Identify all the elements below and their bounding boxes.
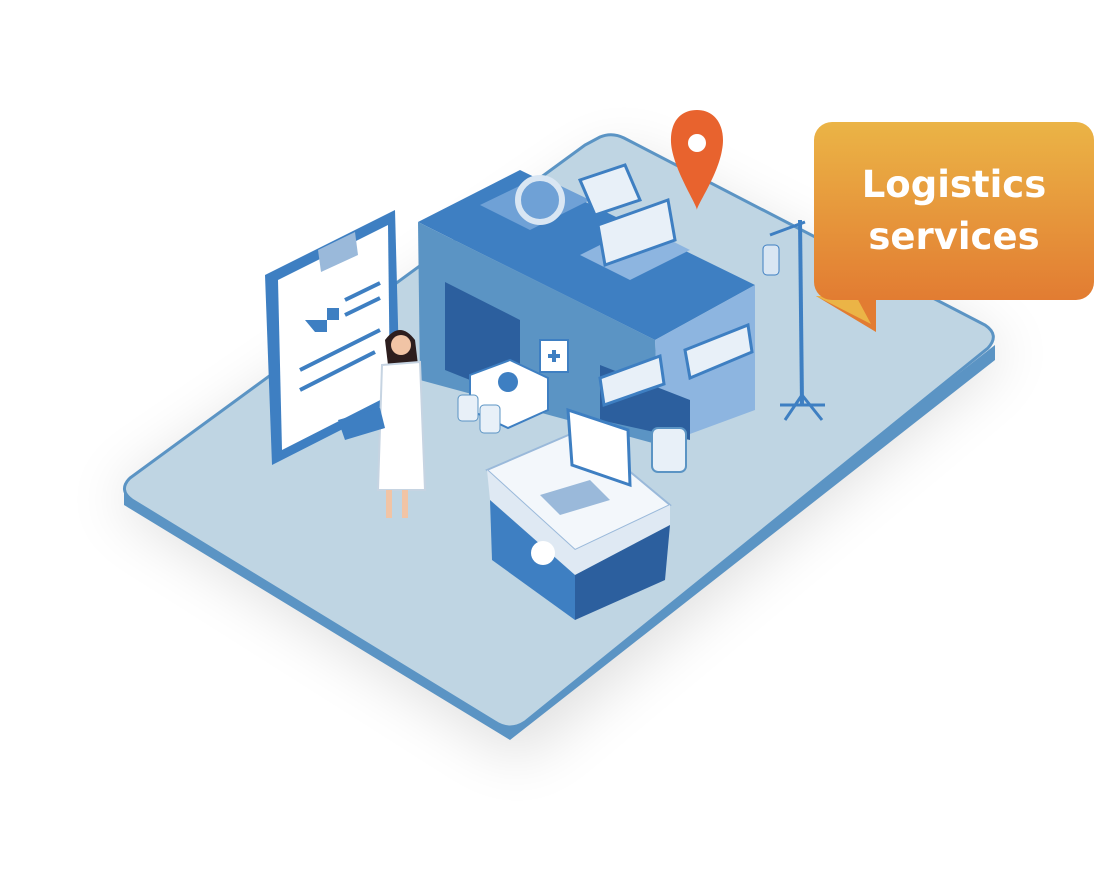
headset-icon xyxy=(515,175,565,225)
monitor-icon xyxy=(566,407,632,488)
clipboard-icon xyxy=(265,210,400,465)
label-ribbon-tail xyxy=(816,296,876,332)
label-line-1: Logistics xyxy=(861,163,1047,206)
tablet-icon xyxy=(338,408,385,440)
chat-bubbles xyxy=(577,163,754,408)
logistics-services-label: Logistics services xyxy=(814,122,1094,300)
location-pin-icon xyxy=(670,110,723,210)
reception-counter xyxy=(485,407,672,620)
platform xyxy=(123,133,995,740)
medicine-bottles xyxy=(457,394,687,473)
keyboard-icon xyxy=(540,480,610,515)
label-line-2: services xyxy=(868,215,1040,258)
doctor-figure xyxy=(338,330,427,518)
iv-stand-icon xyxy=(762,219,825,421)
